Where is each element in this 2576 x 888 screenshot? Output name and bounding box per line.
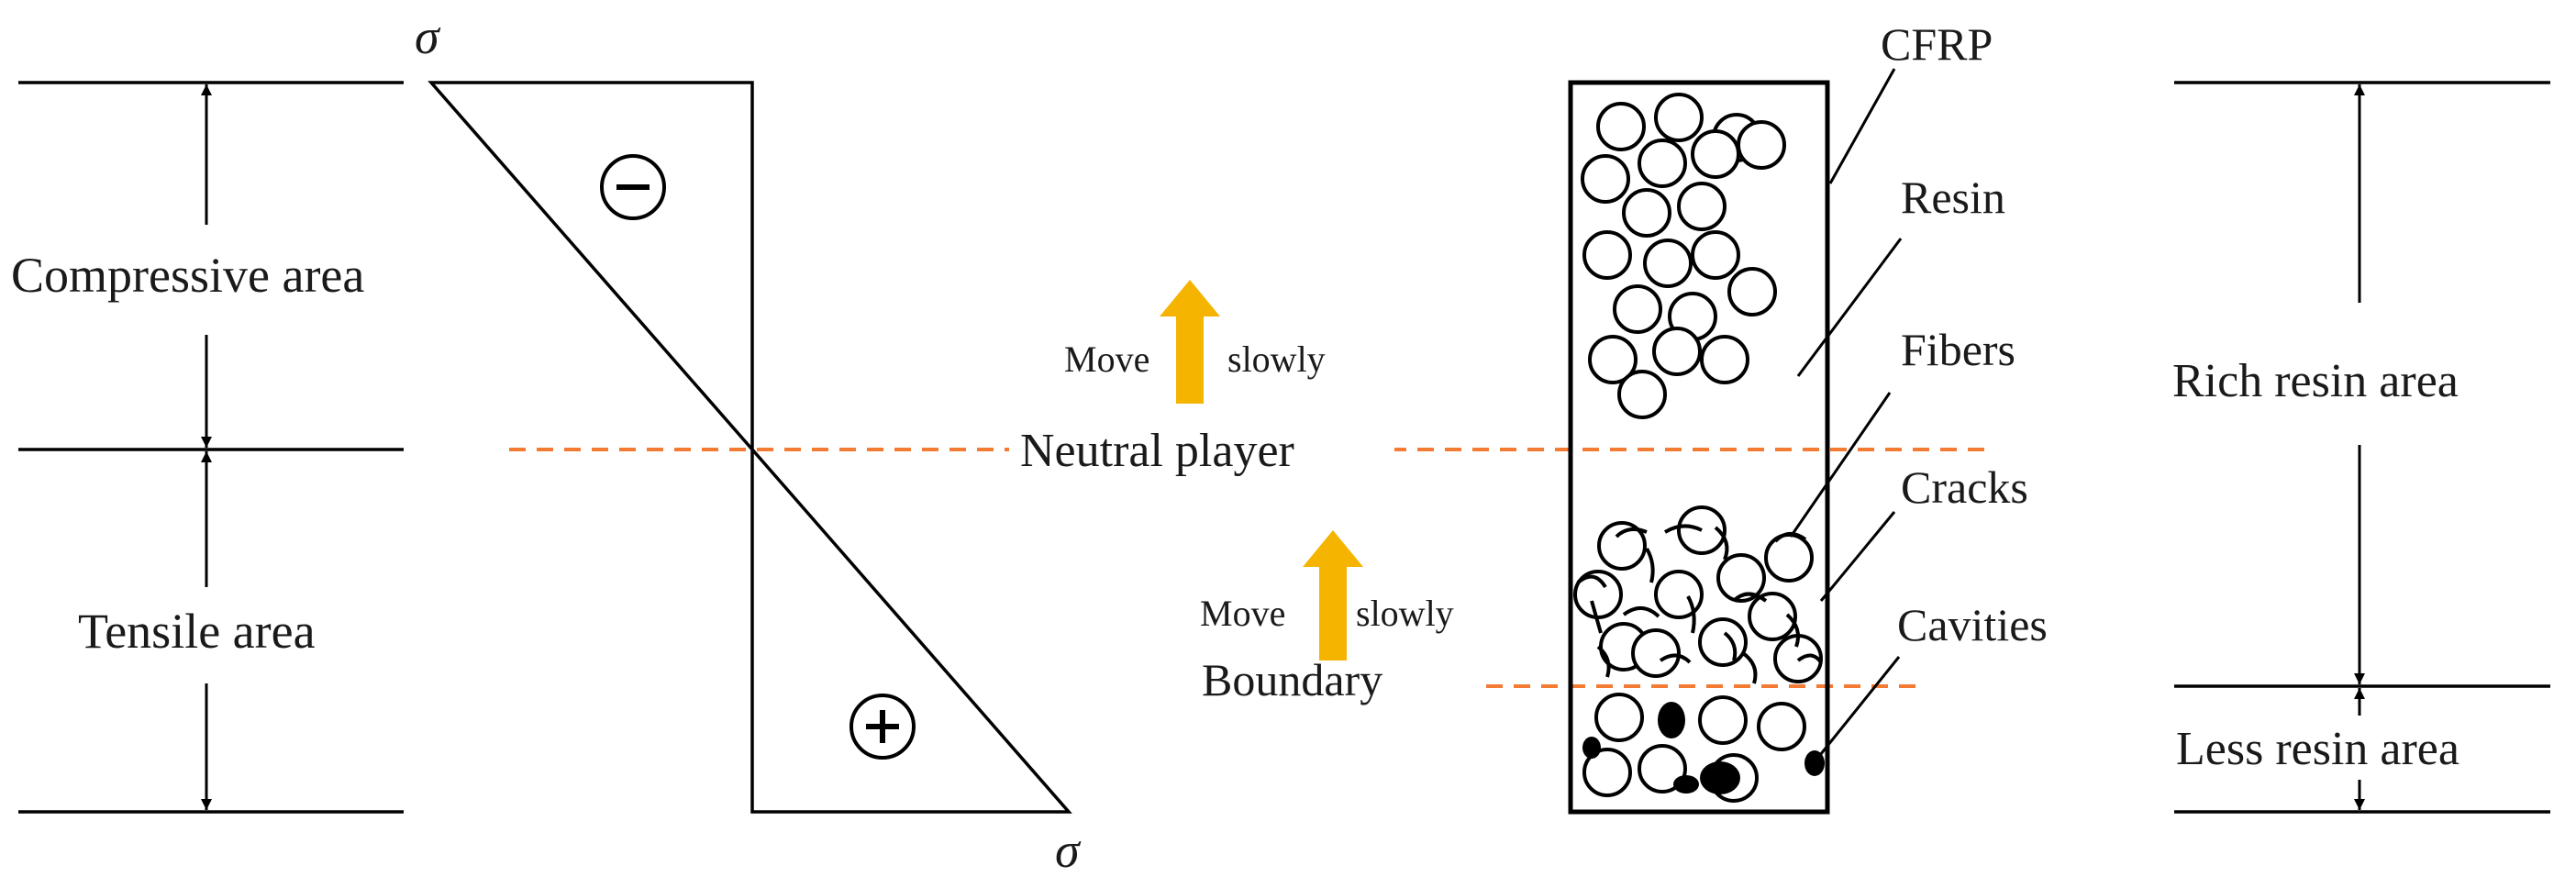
crack-mark <box>1732 592 1768 603</box>
fiber-circle <box>1638 139 1687 188</box>
fiber-circle <box>1638 744 1687 794</box>
lower-slowly-label: slowly <box>1356 593 1454 634</box>
sigma-bottom-label: σ <box>1055 823 1082 878</box>
crack-mark <box>1723 631 1738 661</box>
crack-mark <box>1659 653 1692 664</box>
upper-move-label: Move <box>1064 339 1149 380</box>
cavities-leader <box>1815 656 1901 760</box>
left-stress-diagram <box>18 81 1072 814</box>
fiber-circle <box>1757 702 1806 751</box>
fiber-circle <box>1613 284 1662 334</box>
fiber-circle <box>1677 182 1727 231</box>
tension-triangle <box>750 445 1072 814</box>
cfrp-leader <box>1828 68 1896 184</box>
cavity-blob <box>1658 702 1685 738</box>
cavities-label: Cavities <box>1897 599 2048 650</box>
fiber-circle <box>1631 628 1681 678</box>
fibers-label: Fibers <box>1901 324 2015 375</box>
fiber-circle <box>1700 335 1749 384</box>
resin-leader <box>1796 238 1903 377</box>
crack-marks <box>1576 524 1823 684</box>
cavity-blob <box>1700 761 1740 794</box>
crack-mark <box>1741 651 1758 684</box>
rich-resin-label: Rich resin area <box>2172 355 2459 407</box>
leader-lines <box>1789 68 1903 760</box>
fiber-circle <box>1654 93 1704 142</box>
cfrp-label: CFRP <box>1881 18 1993 70</box>
fiber-circle <box>1594 693 1644 742</box>
cavity-blobs <box>1582 702 1825 794</box>
resin-label: Resin <box>1901 172 2005 223</box>
cfrp-cross-section <box>1568 80 1830 815</box>
cracks-label: Cracks <box>1901 461 2028 513</box>
fiber-circle <box>1716 553 1766 603</box>
fiber-circle <box>1597 521 1647 571</box>
fiber-circle <box>1698 695 1748 745</box>
crack-mark <box>1785 613 1800 648</box>
crack-mark <box>1622 606 1660 618</box>
minus-sign-icon <box>600 154 666 220</box>
neutral-player-label: Neutral player <box>1020 425 1294 477</box>
boundary-label: Boundary <box>1202 654 1382 705</box>
upper-move-arrow-icon <box>1160 280 1220 404</box>
compressive-area-label: Compressive area <box>11 248 364 303</box>
fiber-circle <box>1582 230 1632 280</box>
upper-slowly-label: slowly <box>1227 339 1326 380</box>
fiber-circle <box>1643 239 1693 288</box>
fiber-circle <box>1691 129 1740 179</box>
cracks-leader <box>1819 511 1896 602</box>
fiber-circle <box>1652 327 1702 376</box>
fiber-circle <box>1748 592 1797 641</box>
crack-mark <box>1714 526 1729 561</box>
fibers-leader <box>1789 392 1892 538</box>
right-resin-dimension <box>2174 81 2550 814</box>
compression-triangle <box>427 81 754 454</box>
lower-move-label: Move <box>1200 593 1285 634</box>
fiber-circle <box>1622 188 1671 238</box>
crack-mark <box>1663 524 1703 534</box>
cavity-blob <box>1673 775 1699 794</box>
crack-mark <box>1796 653 1823 664</box>
fiber-circle <box>1737 120 1786 170</box>
neutral-label-bg <box>1009 417 1394 482</box>
crack-mark <box>1596 645 1611 678</box>
fiber-circle <box>1764 533 1814 583</box>
sigma-top-label: σ <box>415 9 441 64</box>
crack-mark <box>1590 600 1603 634</box>
crack-mark <box>1576 574 1607 589</box>
lower-move-arrow-icon <box>1303 530 1363 660</box>
fiber-circle <box>1582 748 1632 797</box>
crack-mark <box>1615 527 1648 538</box>
crack-mark <box>1773 532 1807 543</box>
fiber-circle <box>1588 335 1638 384</box>
fiber-circle <box>1727 267 1777 316</box>
crack-mark <box>1686 595 1696 634</box>
less-resin-label: Less resin area <box>2176 723 2459 775</box>
fiber-circle <box>1691 230 1740 280</box>
fiber-circle <box>1698 617 1748 667</box>
fiber-circle <box>1596 102 1646 151</box>
fiber-circle <box>1617 370 1667 419</box>
fiber-circle <box>1581 154 1630 204</box>
plus-sign-icon <box>849 694 916 760</box>
tensile-area-label: Tensile area <box>78 604 316 659</box>
crack-mark <box>1645 547 1655 583</box>
cavity-blob <box>1582 737 1601 759</box>
